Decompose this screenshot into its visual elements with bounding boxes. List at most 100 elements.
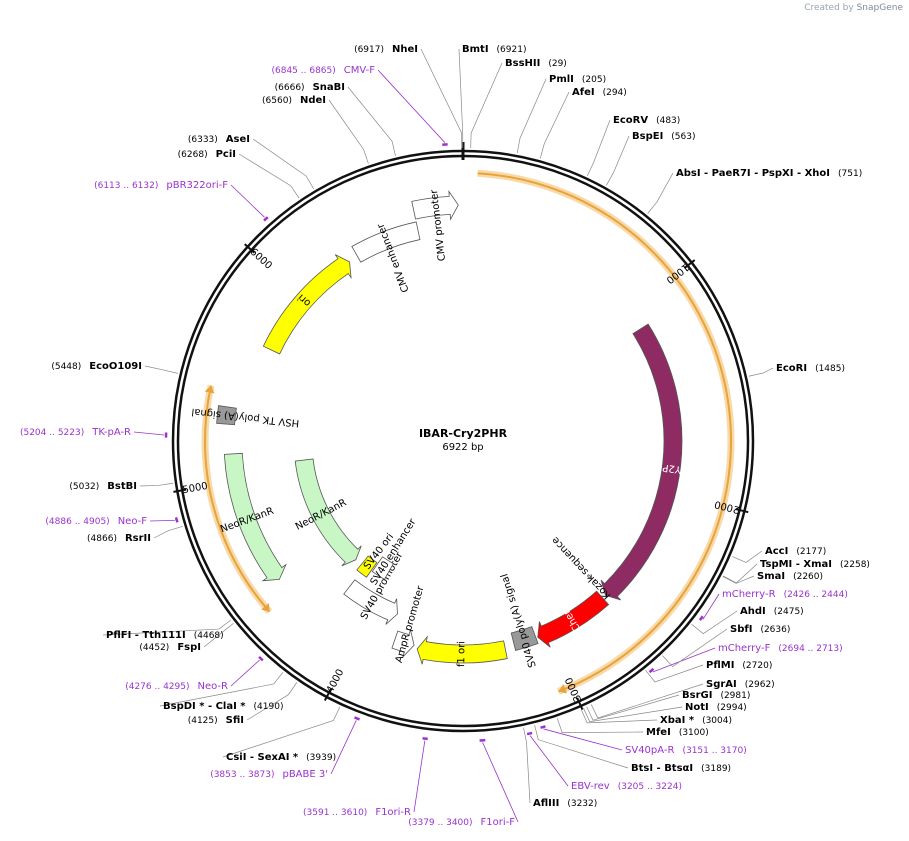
enzyme-site-noti-position: (2994) bbox=[717, 703, 747, 713]
enzyme-site-afliii-leader bbox=[523, 728, 530, 803]
enzyme-site-mfei-name: MfeI bbox=[646, 727, 671, 738]
primer-ebv-rev-range: (3205 .. 3224) bbox=[618, 782, 682, 792]
enzyme-site-fspi-label: (4452)FspI bbox=[139, 642, 201, 653]
enzyme-site-fspi-name: FspI bbox=[177, 642, 201, 653]
primer-pbabe-3-mark bbox=[355, 717, 360, 719]
enzyme-site-bspdi-clai-label: BspDI * - ClaI *(4190) bbox=[163, 701, 283, 712]
enzyme-site-absi-paer7i-pspxi-xhoi-leader bbox=[648, 173, 673, 213]
primer-f1ori-f-label: (3379 .. 3400)F1ori-F bbox=[408, 817, 515, 828]
primer-sv40pa-r-mark bbox=[541, 726, 546, 727]
enzyme-site-ecorv-name: EcoRV bbox=[613, 115, 648, 126]
primer-sv40pa-r-label: SV40pA-R(3151 .. 3170) bbox=[625, 745, 747, 756]
enzyme-site-acci-label: AccI(2177) bbox=[765, 546, 826, 557]
enzyme-site-tspmi-xmai-name: TspMI - XmaI bbox=[760, 559, 832, 570]
enzyme-site-smai-label: SmaI(2260) bbox=[757, 571, 823, 582]
enzyme-site-absi-paer7i-pspxi-xhoi-name: AbsI - PaeR7I - PspXI - XhoI bbox=[676, 168, 830, 179]
primer-f1ori-f-name: F1ori-F bbox=[481, 817, 516, 828]
primer-mcherry-r-mark bbox=[700, 616, 703, 620]
enzyme-site-pmli-position: (205) bbox=[582, 75, 606, 85]
primer-tk-pa-r-label: (5204 .. 5223)TK-pA-R bbox=[20, 427, 131, 438]
primer-tk-pa-r-leader bbox=[134, 432, 164, 435]
enzyme-site-absi-paer7i-pspxi-xhoi-position: (751) bbox=[838, 169, 862, 179]
enzyme-site-ecoo109i-name: EcoO109I bbox=[89, 361, 142, 372]
enzyme-site-mfei-leader bbox=[557, 718, 643, 732]
enzyme-site-sbfi-name: SbfI bbox=[730, 624, 752, 635]
enzyme-site-afliii-name: AflIII bbox=[533, 798, 559, 809]
enzyme-site-ndei-name: NdeI bbox=[300, 95, 326, 106]
enzyme-site-bsrgi-label: BsrGI(2981) bbox=[682, 690, 750, 701]
primer-cmv-f-leader bbox=[378, 70, 445, 143]
enzyme-site-csii-sexai-name: CsiI - SexAI * bbox=[226, 752, 299, 763]
enzyme-site-pflmi-position: (2720) bbox=[742, 661, 772, 671]
enzyme-site-ecorv-label: EcoRV (483) bbox=[613, 115, 680, 126]
enzyme-site-pflmi-name: PflMI bbox=[706, 660, 734, 671]
enzyme-site-nhei-leader bbox=[421, 49, 462, 148]
primer-neo-r-range: (4276 .. 4295) bbox=[125, 682, 189, 692]
enzyme-site-bstbi-leader bbox=[140, 483, 173, 486]
enzyme-site-ahdi-position: (2475) bbox=[774, 607, 804, 617]
primer-cmv-f-name: CMV-F bbox=[344, 65, 375, 76]
enzyme-site-pmli-name: PmlI bbox=[549, 74, 574, 85]
primer-cmv-f-range: (6845 .. 6865) bbox=[271, 66, 335, 76]
enzyme-site-asei-position: (6333) bbox=[188, 135, 218, 145]
primer-ebv-rev-mark bbox=[527, 733, 532, 734]
enzyme-site-asei-label: (6333) AseI bbox=[188, 134, 250, 145]
primer-mcherry-f-label: mCherry-F(2694 .. 2713) bbox=[718, 643, 843, 654]
enzyme-site-ndei-position: (6560) bbox=[262, 96, 292, 106]
primer-ebv-rev-name: EBV-rev bbox=[571, 781, 610, 792]
enzyme-site-snabi-leader bbox=[348, 87, 396, 156]
primer-sv40pa-r-range: (3151 .. 3170) bbox=[682, 746, 746, 756]
enzyme-site-btsi-bts-i-name: BtsI - BtsαI bbox=[631, 763, 693, 774]
enzyme-site-xbai-name: XbaI * bbox=[660, 715, 695, 726]
primer-f1ori-r-label: (3591 .. 3610)F1ori-R bbox=[303, 807, 411, 818]
enzyme-site-rsrii-leader bbox=[154, 526, 183, 538]
enzyme-site-bsrgi-name: BsrGI bbox=[682, 690, 712, 701]
enzyme-site-asei-name: AseI bbox=[226, 134, 250, 145]
enzyme-site-tspmi-xmai-position: (2258) bbox=[840, 560, 870, 570]
enzyme-site-ecori-label: EcoRI (1485) bbox=[776, 363, 845, 374]
primer-pbr322ori-f-label: (6113 .. 6132) pBR322ori-F bbox=[94, 180, 228, 191]
enzyme-site-tspmi-xmai-label: TspMI - XmaI (2258) bbox=[760, 559, 870, 570]
enzyme-site-bsshii-leader bbox=[471, 63, 502, 148]
primer-mcherry-r-range: (2426 .. 2444) bbox=[784, 590, 848, 600]
enzyme-site-sgrai-name: SgrAI bbox=[706, 679, 737, 690]
enzyme-site-pcii-name: PciI bbox=[216, 149, 236, 160]
enzyme-site-sfii-name: SfiI bbox=[226, 715, 244, 726]
enzyme-site-csii-sexai-label: CsiI - SexAI *(3939) bbox=[226, 752, 336, 763]
enzyme-site-noti-name: NotI bbox=[685, 702, 709, 713]
plasmid-length: 6922 bp bbox=[442, 442, 483, 453]
primer-pbr322ori-f-range: (6113 .. 6132) bbox=[94, 181, 158, 191]
enzyme-site-ecoo109i-leader bbox=[145, 366, 178, 373]
enzyme-site-absi-paer7i-pspxi-xhoi-label: AbsI - PaeR7I - PspXI - XhoI (751) bbox=[676, 168, 862, 179]
enzyme-site-ecori-name: EcoRI bbox=[776, 363, 807, 374]
enzyme-site-snabi-position: (6666) bbox=[275, 83, 305, 93]
enzyme-site-sbfi-position: (2636) bbox=[760, 625, 790, 635]
feature-f1-ori-3-label: f1 ori bbox=[456, 641, 467, 667]
enzyme-site-pcii-position: (6268) bbox=[178, 150, 208, 160]
enzyme-site-acci-leader bbox=[732, 551, 762, 562]
primer-neo-r-name: Neo-R bbox=[198, 681, 229, 692]
enzyme-site-bspei-name: BspEI bbox=[632, 131, 663, 142]
enzyme-site-pflmi-leader bbox=[646, 665, 703, 682]
enzyme-site-nhei-position: (6917) bbox=[354, 45, 384, 55]
enzyme-site-ecori-position: (1485) bbox=[815, 364, 845, 374]
enzyme-site-afliii-label: AflIII(3232) bbox=[533, 798, 597, 809]
primer-neo-r-label: (4276 .. 4295) Neo-R bbox=[125, 681, 228, 692]
enzyme-site-ecorv-position: (483) bbox=[656, 116, 680, 126]
enzyme-site-pflfi-tth111i-label: PflFI - Tth111I(4468) bbox=[106, 630, 224, 641]
primer-mcherry-f-range: (2694 .. 2713) bbox=[778, 644, 842, 654]
watermark-prefix: Created by bbox=[804, 3, 854, 13]
enzyme-site-rsrii-name: RsrII bbox=[125, 533, 151, 544]
enzyme-site-ndei-label: (6560) NdeI bbox=[262, 95, 326, 106]
enzyme-site-bspei-label: BspEI(563) bbox=[632, 131, 696, 142]
enzyme-site-afei-name: AfeI bbox=[572, 87, 595, 98]
enzyme-site-afei-position: (294) bbox=[603, 88, 627, 98]
primer-tk-pa-r-name: TK-pA-R bbox=[91, 427, 131, 438]
enzyme-site-bspdi-clai-name: BspDI * - ClaI * bbox=[163, 701, 246, 712]
feature-kozak-sequence-14-label: Kozak sequence bbox=[550, 534, 613, 601]
primer-neo-f-range: (4886 .. 4905) bbox=[45, 517, 109, 527]
primer-pbr322ori-f-name: pBR322ori-F bbox=[166, 180, 228, 191]
enzyme-site-pflfi-tth111i-name: PflFI - Tth111I bbox=[106, 630, 186, 641]
enzyme-site-nhei-name: NheI bbox=[392, 44, 418, 55]
primer-mcherry-r-label: mCherry-R(2426 .. 2444) bbox=[722, 589, 848, 600]
